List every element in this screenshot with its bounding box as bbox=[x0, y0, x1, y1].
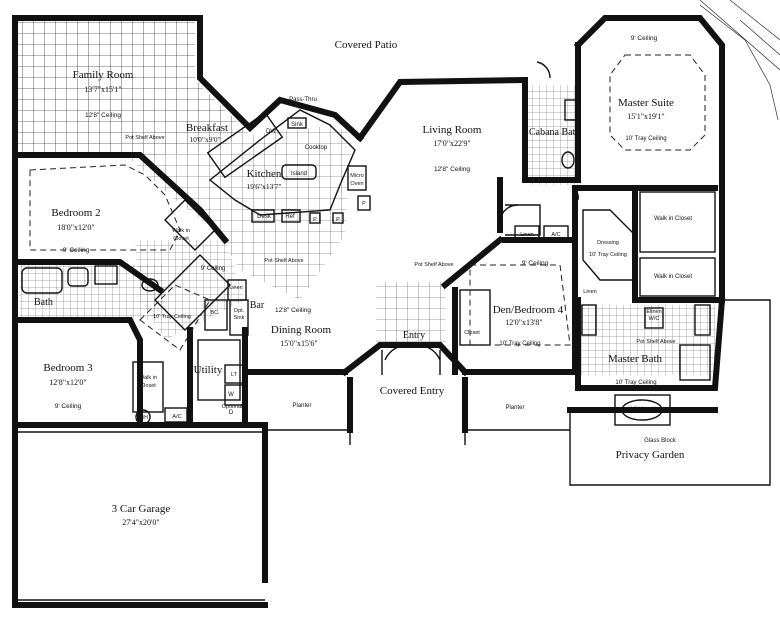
breakfast-size: 10'0"x9'0" bbox=[189, 135, 220, 144]
water-closet-label: W/C bbox=[649, 316, 660, 322]
ceiling-outlines bbox=[29, 54, 706, 351]
utility-label: Utility bbox=[194, 364, 223, 376]
whirlpool-label: Whirlpool bbox=[628, 406, 656, 413]
desk-label: Desk bbox=[257, 214, 272, 220]
living-room-size: 17'0"x22'9" bbox=[433, 139, 470, 148]
bath-label: Bath bbox=[34, 297, 53, 308]
linen-label-1: Linen bbox=[229, 285, 242, 291]
planter-left: Planter bbox=[292, 403, 311, 409]
garage-label: 3 Car Garage bbox=[112, 503, 171, 515]
cabana-label: Cabana Bath bbox=[529, 127, 580, 138]
bedroom3-ceiling: 9' Ceiling bbox=[55, 403, 82, 410]
dryer-label: D bbox=[229, 410, 234, 416]
privacy-garden-label: Privacy Garden bbox=[616, 449, 685, 461]
ac-label-2: A/C bbox=[551, 232, 560, 238]
master-suite-ceiling: 10' Tray Ceiling bbox=[625, 136, 666, 142]
bedroom2-label: Bedroom 2 bbox=[51, 207, 100, 219]
master-bath-label: Master Bath bbox=[608, 353, 663, 365]
opt-sink-label: Sink bbox=[234, 315, 245, 321]
family-room-label: Family Room bbox=[73, 69, 134, 81]
master-wic-1: Walk in Closet bbox=[654, 216, 692, 222]
pantry-label-3: P bbox=[362, 201, 366, 207]
bedroom2-ceiling: 9' Ceiling bbox=[63, 247, 90, 254]
kitchen-size: 19'6"x13'7" bbox=[246, 182, 281, 191]
glass-block-label: Glass Block bbox=[644, 438, 677, 444]
den-ceiling: 10' Tray Ceiling bbox=[499, 341, 540, 347]
elinen-label: Elinen bbox=[646, 309, 661, 315]
ref-label: Ref bbox=[285, 214, 295, 220]
garage-size: 27'4"x20'0" bbox=[122, 518, 159, 527]
breakfast-label: Breakfast bbox=[186, 122, 228, 134]
den-ceiling-top: 9' Ceiling bbox=[522, 260, 549, 267]
planter-right: Planter bbox=[505, 405, 524, 411]
bedroom3-label: Bedroom 3 bbox=[43, 362, 93, 374]
master-suite-ceiling-top: 9' Ceiling bbox=[631, 35, 658, 42]
dw-label: DW bbox=[266, 129, 276, 135]
island-label: Island bbox=[291, 171, 307, 177]
bar-label: Bar bbox=[250, 300, 265, 311]
pass-thru-label: Pass-Thru bbox=[289, 97, 317, 103]
site-lines bbox=[699, 0, 780, 121]
ac-label-1: A/C bbox=[172, 414, 181, 420]
pantry-label-2: P bbox=[336, 217, 340, 223]
den-size: 12'0"x13'8" bbox=[505, 318, 542, 327]
cooktop-label: Cooktop bbox=[305, 145, 328, 151]
bed2-closet-label-a: Walk in bbox=[172, 228, 190, 234]
dining-room-ceiling: 12'8" Ceiling bbox=[275, 307, 311, 314]
covered-patio-label: Covered Patio bbox=[335, 39, 398, 51]
living-room-ceiling: 12'8" Ceiling bbox=[434, 166, 470, 173]
family-room-ceiling: 12'8" Ceiling bbox=[85, 112, 121, 119]
covered-entry-label: Covered Entry bbox=[380, 385, 445, 397]
master-suite-label: Master Suite bbox=[618, 97, 674, 109]
lt-label: LT bbox=[231, 372, 238, 378]
den-closet-label: Closet bbox=[464, 330, 480, 336]
room-labels: Covered Patio Family Room 13'7"x15'1" 12… bbox=[34, 35, 685, 527]
hall-tray-label: 10' Tray Ceiling bbox=[153, 314, 191, 320]
micro-label: Micro bbox=[350, 173, 363, 179]
master-bath-ceiling: 10' Tray Ceiling bbox=[615, 380, 656, 386]
oven-label: Oven bbox=[350, 181, 363, 187]
linen-label-3: Linen bbox=[583, 289, 596, 295]
entry-label: Entry bbox=[403, 330, 425, 341]
dressing-tray-label: 10' Tray Ceiling bbox=[589, 252, 627, 258]
family-room-size: 13'7"x15'1" bbox=[84, 85, 121, 94]
bed3-closet-label-a: Walk in bbox=[139, 375, 157, 381]
pot-shelf-3: Pot Shelf Above bbox=[414, 262, 453, 268]
master-suite-size: 15'1"x19'1" bbox=[627, 112, 664, 121]
bed2-closet-label-b: Closet bbox=[173, 236, 189, 242]
bedroom3-size: 12'8"x12'0" bbox=[49, 378, 86, 387]
washer-label: W bbox=[228, 392, 234, 398]
den-label: Den/Bedroom 4 bbox=[493, 304, 564, 316]
detail-lines bbox=[15, 61, 771, 601]
pot-shelf-2: Pot Shelf Above bbox=[264, 258, 303, 264]
water-heater-label: W/H bbox=[138, 415, 148, 421]
pantry-label-1: P bbox=[313, 217, 317, 223]
linen-label-2: Linen bbox=[520, 232, 533, 238]
bc-label: BC. bbox=[210, 310, 220, 316]
hall-ceiling-label: 9' Ceiling bbox=[201, 266, 226, 272]
mirrored-sliders-label: Mirrored Sliders bbox=[633, 228, 639, 267]
dressing-label: Dressing bbox=[597, 240, 619, 246]
dining-room-label: Dining Room bbox=[271, 324, 332, 336]
living-room-label: Living Room bbox=[423, 124, 482, 136]
kitchen-label: Kitchen bbox=[247, 168, 282, 180]
pot-shelf-1: Pot Shelf Above bbox=[125, 135, 164, 141]
pot-shelf-4: Pot Shelf Above bbox=[636, 339, 675, 345]
master-wic-2: Walk in Closet bbox=[654, 274, 692, 280]
dining-room-size: 15'0"x15'6" bbox=[280, 339, 317, 348]
optional-label: Optional bbox=[222, 404, 243, 410]
opt-label: Opt. bbox=[234, 308, 245, 314]
sink-label: Sink bbox=[291, 122, 304, 128]
bed3-closet-label-b: Closet bbox=[140, 383, 156, 389]
bedroom2-size: 18'0"x12'0" bbox=[57, 223, 94, 232]
fixture-labels: Pass-Thru Sink DW Cooktop Island Micro O… bbox=[125, 97, 692, 444]
